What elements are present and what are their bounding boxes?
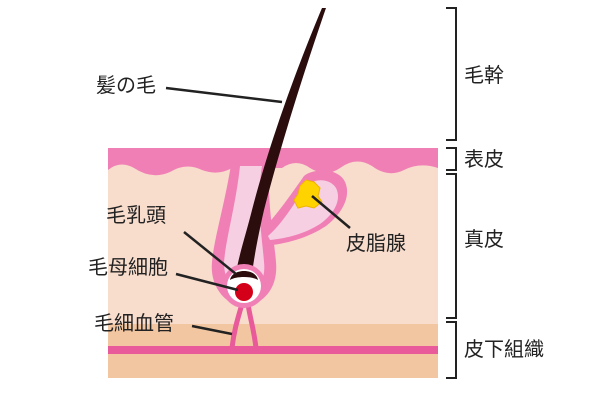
label-sebaceous-gland: 皮脂腺 (346, 231, 406, 255)
label-capillary: 毛細血管 (94, 311, 174, 335)
hair-follicle-inner (224, 166, 265, 296)
bracket-epidermis (446, 147, 457, 171)
leader-line-papilla (183, 231, 237, 275)
layer-label-dermis: 真皮 (464, 227, 504, 251)
bracket-subcutaneous (446, 321, 457, 379)
hair-shaft (236, 8, 326, 274)
layer-label-epidermis: 表皮 (464, 147, 504, 171)
leader-line-sebaceous-gland (311, 195, 351, 229)
leader-line-capillary (191, 324, 233, 336)
capillary-horizontal-vessel (108, 346, 438, 354)
sebum-blob (293, 179, 323, 209)
layer-label-subcutaneous: 皮下組織 (464, 337, 544, 361)
leader-line-matrix-cell (175, 272, 239, 292)
leader-line-hair (165, 86, 283, 104)
label-matrix-cell: 毛母細胞 (88, 255, 168, 279)
bracket-dermis (446, 173, 457, 319)
label-papilla: 毛乳頭 (106, 203, 166, 227)
bracket-shaft (446, 7, 457, 141)
layer-label-shaft: 毛幹 (464, 63, 504, 87)
dermal-papilla-dot (235, 283, 253, 301)
hair-bulb-cap (230, 271, 258, 280)
label-hair: 髪の毛 (96, 73, 156, 97)
sebaceous-gland-inner (268, 180, 339, 240)
